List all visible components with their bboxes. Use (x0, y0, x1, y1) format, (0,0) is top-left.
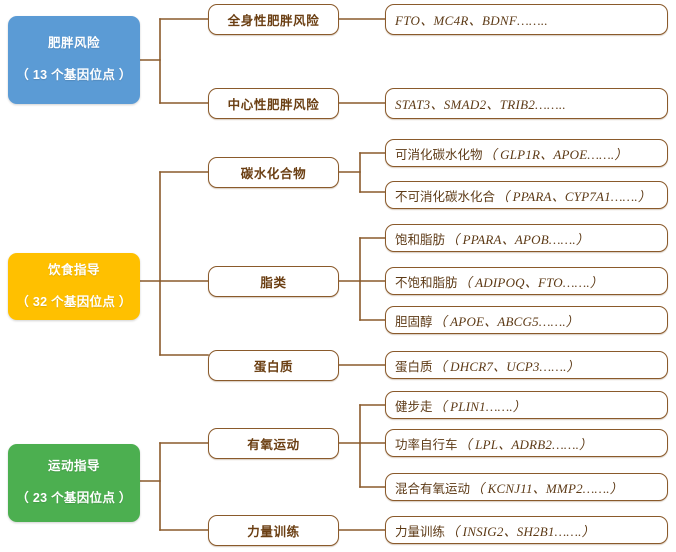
category-label-systemic-obesity-risk: 全身性肥胖风险 (227, 14, 320, 28)
leaf-genes-cholesterol: （ APOE、ABCG5…….） (433, 313, 579, 329)
leaf-label-protein-genes: 蛋白质 (395, 359, 433, 374)
leaf-node-cholesterol[interactable]: 胆固醇 （ APOE、ABCG5…….） (385, 306, 668, 334)
root-title-exercise-guidance: 运动指导 (47, 459, 100, 474)
category-label-aerobic-exercise: 有氧运动 (247, 438, 300, 452)
root-node-obesity-risk[interactable]: 肥胖风险 （ 13 个基因位点 ） (8, 16, 140, 104)
leaf-node-digestible-carb[interactable]: 可消化碳水化物 （ GLP1R、APOE…….） (385, 139, 668, 167)
leaf-node-systemic-genes[interactable]: FTO、MC4R、BDNF…….. (385, 4, 668, 35)
root-sub-diet-guidance: （ 32 个基因位点 ） (16, 294, 132, 309)
category-label-protein: 蛋白质 (253, 360, 294, 374)
leaf-genes-central: STAT3、SMAD2、TRIB2…….. (395, 97, 566, 112)
leaf-node-strength-training[interactable]: 力量训练 （ INSIG2、SH2B1…….） (385, 516, 668, 544)
leaf-label-strength-training: 力量训练 (395, 524, 446, 539)
leaf-node-power-cycling[interactable]: 功率自行车 （ LPL、ADRB2…….） (385, 429, 668, 457)
leaf-node-unsaturated-fat[interactable]: 不饱和脂肪 （ ADIPOQ、FTO…….） (385, 267, 668, 295)
root-title-obesity-risk: 肥胖风险 (47, 36, 100, 51)
category-label-central-obesity-risk: 中心性肥胖风险 (227, 98, 320, 112)
category-node-strength-training[interactable]: 力量训练 (208, 515, 339, 546)
leaf-genes-mixed-aerobic: （ KCNJ11、MMP2…….） (471, 480, 623, 496)
category-node-central-obesity-risk[interactable]: 中心性肥胖风险 (208, 88, 339, 119)
leaf-label-cholesterol: 胆固醇 (395, 314, 433, 329)
root-sub-obesity-risk: （ 13 个基因位点 ） (16, 68, 132, 82)
category-node-lipids[interactable]: 脂类 (208, 266, 339, 297)
leaf-label-power-cycling: 功率自行车 (395, 437, 458, 452)
leaf-node-central-genes[interactable]: STAT3、SMAD2、TRIB2…….. (385, 88, 668, 119)
leaf-label-saturated-fat: 饱和脂肪 (395, 232, 446, 247)
leaf-node-brisk-walking[interactable]: 健步走 （ PLIN1…….） (385, 391, 668, 419)
leaf-label-brisk-walking: 健步走 (395, 399, 433, 414)
leaf-label-indigestible-carb: 不可消化碳水化合 (395, 189, 496, 204)
leaf-node-indigestible-carb[interactable]: 不可消化碳水化合 （ PPARA、CYP7A1…….） (385, 181, 668, 209)
leaf-genes-indigestible-carb: （ PPARA、CYP7A1…….） (496, 188, 652, 204)
leaf-genes-strength-training: （ INSIG2、SH2B1…….） (446, 523, 595, 539)
category-node-aerobic-exercise[interactable]: 有氧运动 (208, 428, 339, 459)
leaf-label-unsaturated-fat: 不饱和脂肪 (395, 275, 458, 290)
leaf-genes-unsaturated-fat: （ ADIPOQ、FTO…….） (458, 274, 604, 290)
leaf-label-digestible-carb: 可消化碳水化物 (395, 147, 483, 162)
category-label-carbohydrates: 碳水化合物 (240, 167, 307, 181)
root-node-diet-guidance[interactable]: 饮食指导 （ 32 个基因位点 ） (8, 253, 140, 320)
leaf-node-mixed-aerobic[interactable]: 混合有氧运动 （ KCNJ11、MMP2…….） (385, 473, 668, 501)
leaf-node-protein-genes[interactable]: 蛋白质 （ DHCR7、UCP3…….） (385, 351, 668, 379)
category-node-protein[interactable]: 蛋白质 (208, 350, 339, 381)
leaf-label-mixed-aerobic: 混合有氧运动 (395, 481, 471, 496)
leaf-genes-power-cycling: （ LPL、ADRB2…….） (458, 436, 593, 452)
category-node-carbohydrates[interactable]: 碳水化合物 (208, 157, 339, 188)
leaf-genes-protein: （ DHCR7、UCP3…….） (433, 358, 580, 374)
category-label-strength-training: 力量训练 (247, 525, 300, 539)
category-label-lipids: 脂类 (260, 276, 287, 290)
leaf-genes-brisk-walking: （ PLIN1…….） (433, 398, 527, 414)
category-node-systemic-obesity-risk[interactable]: 全身性肥胖风险 (208, 4, 339, 35)
root-node-exercise-guidance[interactable]: 运动指导 （ 23 个基因位点 ） (8, 444, 140, 522)
root-sub-exercise-guidance: （ 23 个基因位点 ） (16, 491, 132, 505)
root-title-diet-guidance: 饮食指导 (47, 262, 100, 277)
leaf-genes-digestible-carb: （ GLP1R、APOE…….） (483, 146, 628, 162)
leaf-genes-saturated-fat: （ PPARA、APOB…….） (446, 231, 590, 247)
leaf-genes-systemic: FTO、MC4R、BDNF…….. (395, 13, 548, 28)
leaf-node-saturated-fat[interactable]: 饱和脂肪 （ PPARA、APOB…….） (385, 224, 668, 252)
